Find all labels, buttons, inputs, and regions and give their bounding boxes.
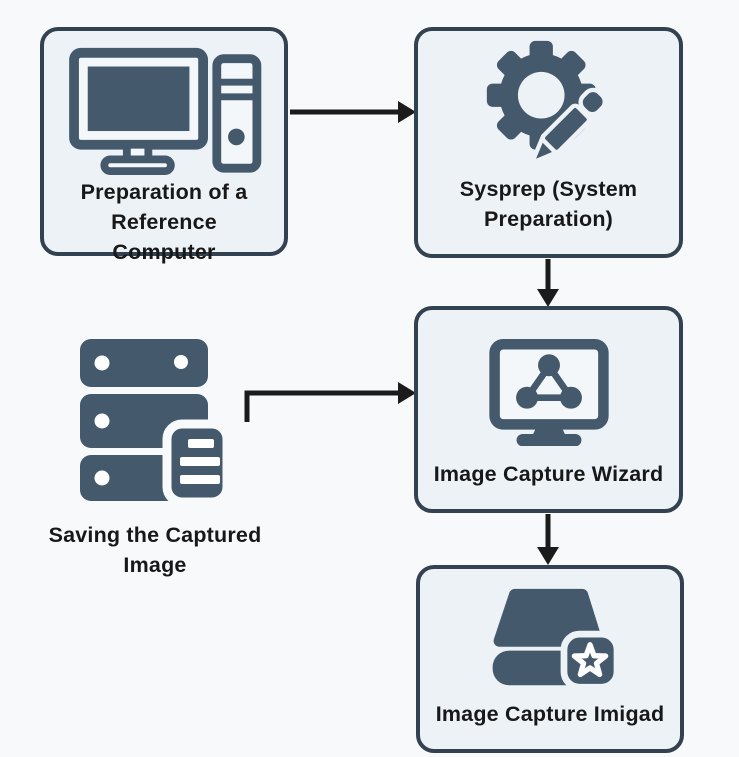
server-document-icon (76, 336, 234, 508)
node-label: Image Capture Wizard (433, 462, 664, 486)
gear-pencil-icon (481, 31, 617, 174)
node-label: Sysprep (System Preparation) (459, 177, 638, 231)
node-label: Preparation of a Reference Computer (80, 180, 248, 264)
desktop-computer-icon (65, 31, 263, 177)
node-reference-computer: Preparation of a Reference Computer (40, 27, 288, 264)
arrowhead-down-icon (537, 547, 559, 565)
node-image-capture-imigad: Image Capture Imigad (416, 565, 684, 753)
drive-star-icon (480, 569, 620, 699)
node-image-capture-wizard: Image Capture Wizard (414, 306, 683, 513)
monitor-network-icon (486, 310, 612, 459)
node-label: Image Capture Imigad (435, 702, 665, 726)
node-label: Saving the Captured Image (48, 523, 262, 577)
node-sysprep: Sysprep (System Preparation) (414, 27, 683, 258)
node-saving-captured-image: Saving the Captured Image (40, 336, 270, 580)
arrowhead-down-icon (537, 289, 559, 307)
